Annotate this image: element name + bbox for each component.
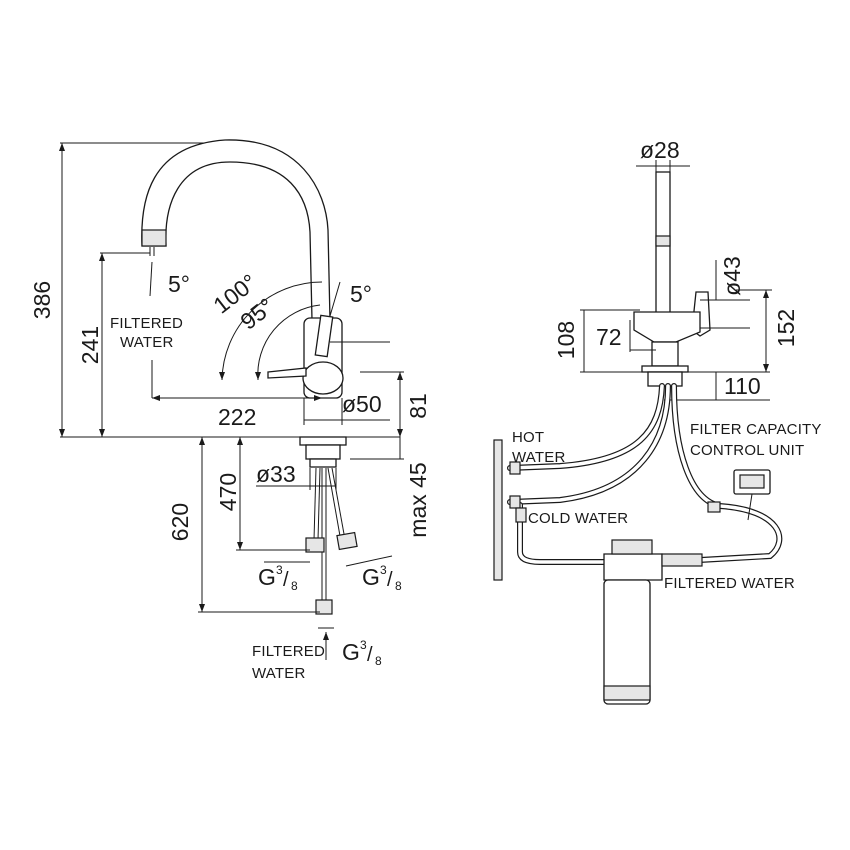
svg-text:G: G: [362, 564, 380, 590]
dim-side-height: 108: [553, 321, 579, 359]
label-cold-water: COLD WATER: [528, 510, 628, 527]
label-hot-water-1: HOT: [512, 429, 544, 446]
svg-text:3: 3: [276, 563, 283, 577]
svg-text:8: 8: [395, 579, 402, 593]
dim-shank-diameter: ø33: [256, 461, 296, 487]
svg-text:8: 8: [375, 654, 382, 668]
svg-text:3: 3: [380, 563, 387, 577]
lever-handle: [314, 314, 334, 358]
dim-lever-diameter: ø43: [719, 256, 745, 296]
label-hot-water-2: WATER: [512, 449, 566, 466]
label-filter-capacity-1: FILTER CAPACITY: [690, 421, 822, 438]
label-filtered-water-inlet-1: FILTERED: [252, 643, 325, 660]
dim-body-height: 81: [405, 393, 431, 419]
label-filtered-water-outlet-2: WATER: [120, 334, 174, 351]
dim-angle-spout: 5°: [350, 281, 372, 307]
dim-lever-height: 152: [773, 309, 799, 347]
dim-total-height: 386: [29, 281, 55, 319]
label-filtered-water-side: FILTERED WATER: [664, 575, 795, 592]
dim-body-diameter: ø50: [342, 391, 382, 417]
svg-text:G: G: [258, 564, 276, 590]
dim-shank-length: 470: [215, 473, 241, 511]
cabinet-wall: [493, 439, 503, 581]
thread-label-left: G 3 / 8: [258, 561, 310, 593]
thread-label-right: G 3 / 8: [345, 555, 402, 593]
label-filtered-water-inlet-2: WATER: [252, 665, 306, 682]
svg-text:/: /: [367, 644, 373, 666]
dim-hose-length: 620: [167, 503, 193, 541]
spout-column: [655, 171, 671, 323]
dim-side-depth: 110: [724, 373, 761, 399]
label-filtered-water-outlet-1: FILTERED: [110, 315, 183, 332]
dim-angle-outlet: 5°: [168, 271, 190, 297]
svg-text:3: 3: [360, 638, 367, 652]
side-view: ø28 ø43 152 108 72 110: [493, 137, 822, 705]
label-filter-capacity-2: CONTROL UNIT: [690, 442, 804, 459]
front-view: 386 241 100° 95° 5° 5° FI: [29, 139, 431, 682]
svg-text:/: /: [283, 569, 289, 591]
svg-text:8: 8: [291, 579, 298, 593]
dim-spout-diameter: ø28: [640, 137, 680, 163]
dim-reach: 222: [218, 404, 256, 430]
dim-lever-offset: 72: [596, 324, 622, 350]
filter-cartridge: [603, 579, 651, 705]
dim-outlet-height: 241: [77, 326, 103, 364]
aerator: [141, 229, 167, 247]
svg-text:/: /: [387, 569, 393, 591]
spout-outer: [141, 139, 331, 321]
filter-head: [603, 553, 663, 581]
dim-max-deck: max 45: [405, 462, 431, 537]
svg-text:G: G: [342, 639, 360, 665]
thread-label-bottom: G 3 / 8: [318, 627, 382, 668]
